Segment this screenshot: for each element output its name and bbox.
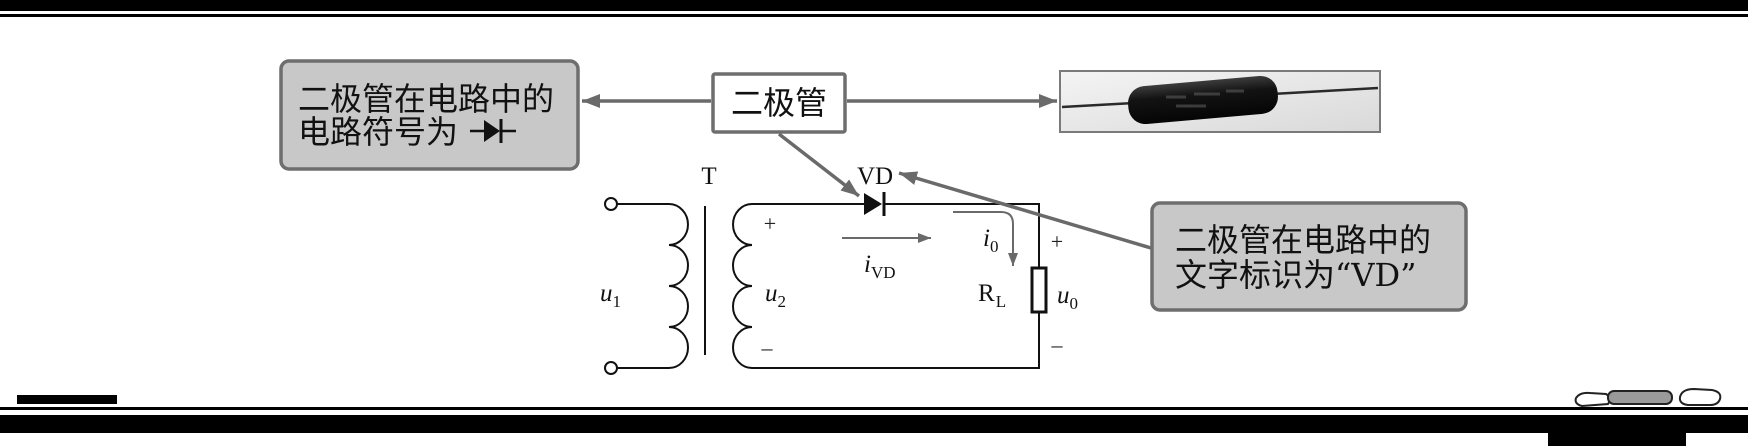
header-rule (0, 14, 1748, 17)
ivd-label: iVD (864, 251, 896, 282)
text-id-callout-line1: 二极管在电路中的 (1175, 221, 1431, 259)
current-i0-arrow (953, 211, 1018, 266)
transformer-label: T (701, 163, 716, 190)
diode-title-text: 二极管 (731, 84, 827, 122)
i0-subscript: 0 (990, 237, 999, 256)
chalk-piece-middle (1607, 390, 1673, 405)
input-terminal-bottom (604, 361, 618, 375)
footer-tab-left (17, 395, 117, 404)
text-id-callout-line2: 文字标识为“VD” (1175, 256, 1417, 294)
rl-subscript: L (996, 292, 1006, 311)
symbol-callout-line1: 二极管在电路中的 (298, 80, 554, 118)
symbol-callout: 二极管在电路中的 电路符号为 (279, 59, 580, 171)
u1-label: u1 (600, 280, 621, 311)
u0-subscript: 0 (1070, 294, 1079, 313)
rectifier-circuit: T VD u1 u2 iVD i0 RL u0 + – + – (600, 163, 1078, 375)
diode-vd-triangle (864, 193, 882, 215)
symbol-callout-line2: 电路符号为 (298, 113, 458, 151)
text-id-callout-box (1150, 201, 1468, 312)
ivd-subscript: VD (871, 263, 896, 282)
header-bar (0, 0, 1748, 11)
wire-top-right (884, 203, 1040, 268)
chalk-decoration (1574, 387, 1722, 408)
diode-photo-body (1128, 75, 1278, 125)
symbol-callout-box (279, 59, 580, 171)
diode-photo (1059, 70, 1381, 133)
diode-photo-lead-left (1061, 101, 1135, 109)
secondary-coil (732, 203, 753, 369)
footer-rule (0, 407, 1748, 410)
rl-symbol: R (978, 280, 995, 307)
u0-label: u0 (1057, 282, 1078, 313)
diode-title: 二极管 (711, 72, 847, 134)
diode-symbol-icon (470, 119, 516, 143)
diode-symbol-triangle (484, 120, 500, 142)
chalk-piece-right (1678, 387, 1722, 406)
primary-coil (668, 203, 689, 369)
wire-bottom (752, 312, 1040, 369)
u2-label: u2 (765, 280, 786, 311)
text-id-callout: 二极管在电路中的 文字标识为“VD” (1150, 201, 1468, 312)
diode-photo-lead-right (1271, 86, 1379, 96)
u1-subscript: 1 (613, 292, 622, 311)
u0-symbol: u (1057, 282, 1070, 309)
u1-symbol: u (600, 280, 613, 307)
footer-block-right (1548, 433, 1686, 446)
rl-label: RL (978, 280, 1006, 311)
input-terminal-top (604, 197, 618, 211)
u2-subscript: 2 (778, 292, 787, 311)
load-resistor (1030, 266, 1048, 314)
i0-symbol: i (983, 225, 990, 252)
diode-photo-markings (1166, 89, 1244, 108)
u2-minus-sign: – (761, 335, 774, 360)
ivd-symbol: i (864, 251, 871, 278)
arrow-to-vd-label (898, 171, 1152, 250)
footer-bar (0, 415, 1748, 433)
i0-label: i0 (983, 225, 998, 256)
u2-symbol: u (765, 280, 778, 307)
diode-vd (864, 192, 886, 216)
arrow-to-circuit-diode (777, 132, 861, 198)
u0-plus-sign: + (1051, 229, 1063, 254)
chalk-piece-left (1574, 391, 1611, 408)
u0-minus-sign: – (1051, 332, 1064, 357)
u2-plus-sign: + (764, 211, 776, 236)
diode-title-box (711, 72, 847, 134)
diode-vd-label: VD (857, 163, 893, 190)
